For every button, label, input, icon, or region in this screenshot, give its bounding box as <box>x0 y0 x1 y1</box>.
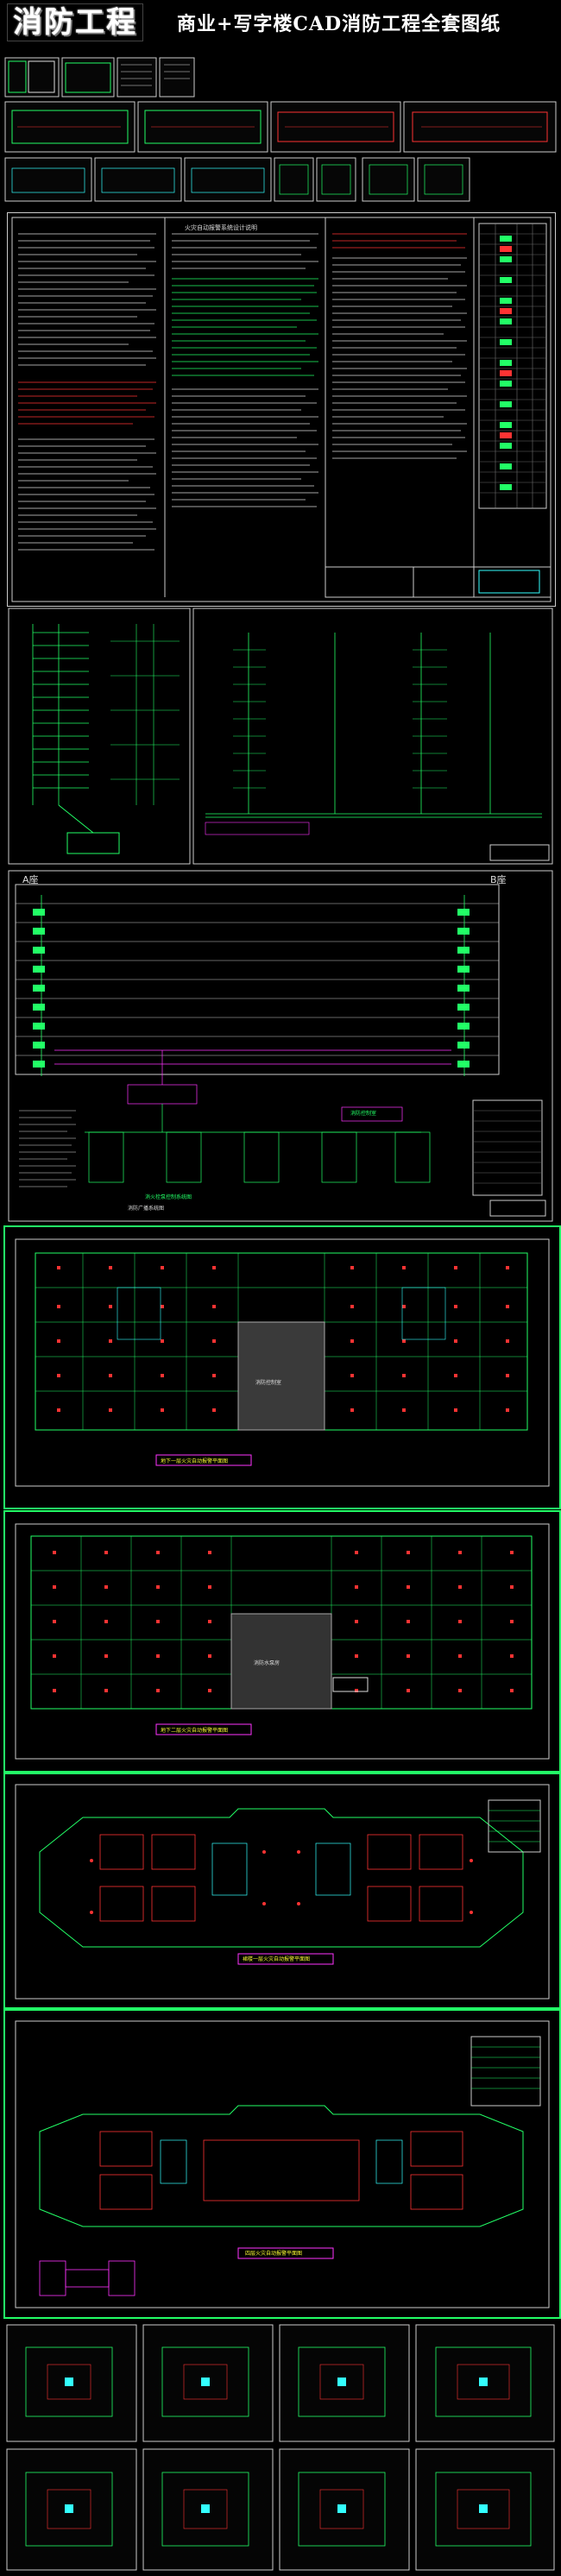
plan-2-center-label: 消防水泵房 <box>254 1660 280 1666</box>
system-diagram-drawing <box>8 870 553 1222</box>
design-notes-sheet: 火灾自动报警系统设计说明 <box>7 212 556 607</box>
floor-plan-2-drawing <box>15 1523 550 1760</box>
floor-plan-4: 四层火灾自动报警平面图 <box>3 2009 561 2319</box>
page-title: 商业+写字楼CAD消防工程全套图纸 <box>177 13 501 35</box>
design-notes-drawing <box>11 217 552 602</box>
header: 消防工程 商业+写字楼CAD消防工程全套图纸 <box>0 0 561 45</box>
block-a-label: A座 <box>22 874 39 885</box>
riser-diagram-sheet <box>7 607 554 866</box>
logo: 消防工程 <box>7 3 143 41</box>
floor-plan-4-drawing <box>15 2020 550 2308</box>
floor-plan-3: 裙楼一层火灾自动报警平面图 <box>3 1773 561 2009</box>
floor-plan-3-drawing <box>15 1784 550 2000</box>
plan-1-caption: 地下一层火灾自动报警平面图 <box>161 1458 229 1464</box>
floor-plan-2: 消防水泵房 地下二层火灾自动报警平面图 <box>3 1510 561 1773</box>
floor-plan-1-drawing <box>15 1238 550 1487</box>
design-notes-heading: 火灾自动报警系统设计说明 <box>185 224 257 231</box>
bottom-thumbnails <box>0 2321 561 2576</box>
central-control-caption: 消防控制室 <box>350 1111 377 1117</box>
plan-1-center-label: 消防控制室 <box>255 1380 282 1386</box>
overview-thumbnails-drawing <box>4 57 557 202</box>
fire-pump-caption: 消火栓泵控制系统图 <box>145 1194 192 1200</box>
floor-plan-1: 消防控制室 地下一层火灾自动报警平面图 <box>3 1225 561 1509</box>
overview-thumbnails <box>0 47 561 207</box>
plan-3-caption: 裙楼一层火灾自动报警平面图 <box>243 1956 311 1962</box>
riser-diagram-drawing <box>8 608 553 865</box>
broadcast-section-title: 消防广播系统图 <box>128 1206 165 1212</box>
block-b-label: B座 <box>490 874 507 885</box>
system-diagram-sheet: A座 B座 消防控制室 消火栓泵控制系统图 消防广播系统图 <box>7 869 554 1223</box>
plan-2-caption: 地下二层火灾自动报警平面图 <box>161 1728 229 1734</box>
bottom-thumbnails-drawing <box>6 2324 555 2571</box>
plan-4-caption: 四层火灾自动报警平面图 <box>245 2251 303 2257</box>
